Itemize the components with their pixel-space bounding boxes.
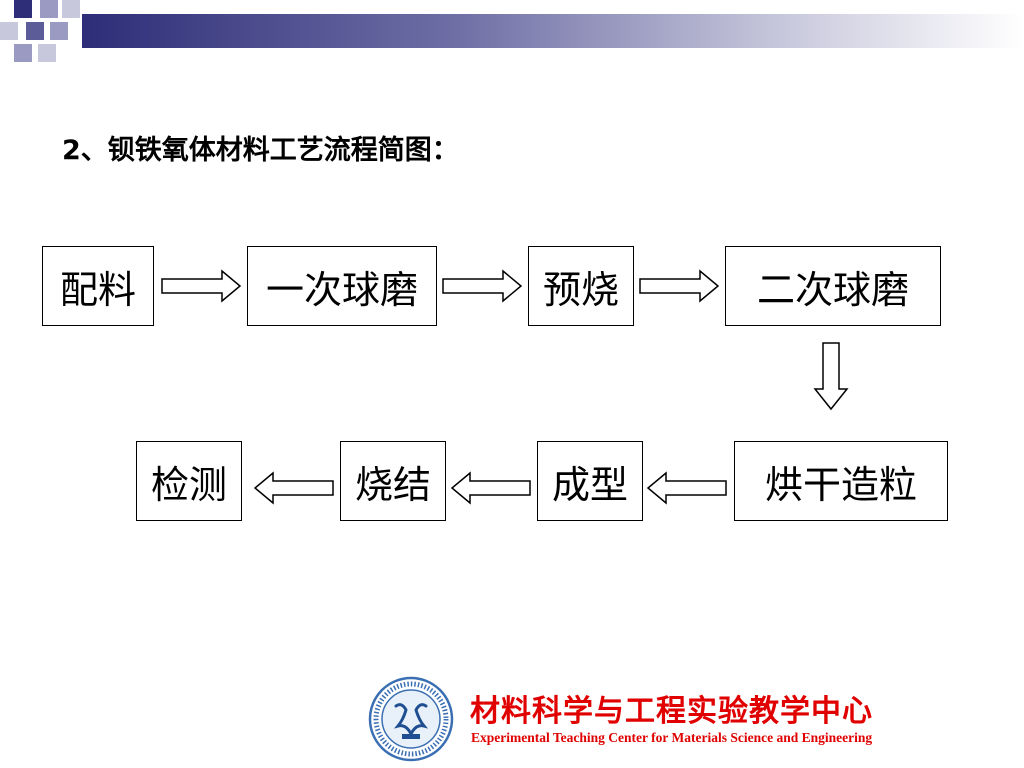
college-seal-icon [368, 676, 454, 762]
header-square [14, 44, 32, 62]
left-arrow-icon [253, 471, 334, 505]
header-square [62, 0, 80, 18]
left-arrow-icon [646, 471, 727, 505]
right-arrow-icon [639, 269, 720, 303]
flow-node-forming: 成型 [537, 441, 643, 521]
down-arrow-icon [813, 342, 849, 411]
header-band [82, 14, 1024, 48]
slide-title: 2、钡铁氧体材料工艺流程简图： [62, 135, 459, 166]
flow-node-batching: 配料 [42, 246, 154, 326]
right-arrow-icon [161, 269, 242, 303]
flow-node-testing: 检测 [136, 441, 242, 521]
flow-node-pre-sintering: 预烧 [528, 246, 634, 326]
flow-node-drying-granulation: 烘干造粒 [734, 441, 948, 521]
left-arrow-icon [450, 471, 531, 505]
flow-node-second-ball-milling: 二次球磨 [725, 246, 941, 326]
header-square [26, 22, 44, 40]
flow-node-first-ball-milling: 一次球磨 [247, 246, 437, 326]
footer-org-name-cn: 材料科学与工程实验教学中心 [470, 694, 873, 729]
flow-node-sintering: 烧结 [340, 441, 446, 521]
header-square [0, 22, 18, 40]
header-square [38, 44, 56, 62]
footer-org-name-en: Experimental Teaching Center for Materia… [471, 730, 873, 745]
slide-header-decoration [0, 0, 1024, 62]
header-square [14, 0, 32, 18]
header-square [50, 22, 68, 40]
right-arrow-icon [442, 269, 523, 303]
header-square [40, 0, 58, 18]
